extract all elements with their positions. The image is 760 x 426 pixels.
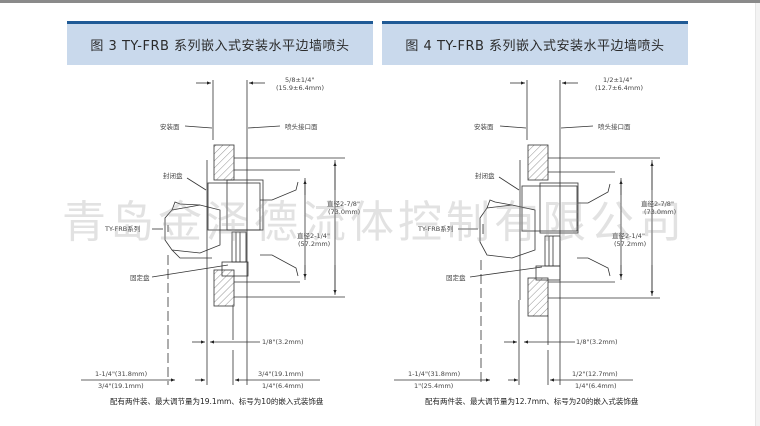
fig3-inner-dia-label: 直径2-1/4" (297, 231, 330, 240)
fig3-seal-cup-label: 封闭盘 (163, 171, 183, 180)
figure-3-labels: 5/8±1/4" (15.9±6.4mm) 安装面 喷头接口面 封闭盘 TY-F… (95, 76, 360, 406)
fig4-inner-dia-label: 直径2-1/4" (612, 231, 645, 240)
fig4-series-label: TY-FRB系列 (417, 224, 453, 233)
fig3-outer-dia-mm: (73.0mm) (328, 208, 360, 216)
fig4-left-dim-top: 1-1/4"(31.8mm) (408, 370, 460, 378)
fig4-fixed-cup-label: 固定盘 (446, 273, 466, 282)
fig3-outer-dia-label: 直径2-7/8" (327, 199, 360, 208)
right-edge (755, 3, 760, 426)
fig3-caption: 配有两件装、最大调节量为19.1mm、标号为10的嵌入式装饰盘 (110, 396, 324, 406)
fig4-right-dim-top: 1/2"(12.7mm) (572, 370, 618, 378)
figure-3-title: 图 3 TY-FRB 系列嵌入式安装水平边墙喷头 (90, 39, 350, 54)
fig3-right-dim-bottom: 1/4"(6.4mm) (262, 382, 304, 390)
fig3-right-dim-top: 3/4"(19.1mm) (258, 370, 304, 378)
figure-3-drawing (81, 80, 345, 385)
fig4-mount-surface-label: 安装面 (474, 122, 494, 131)
fig3-nozzle-surface-label: 喷头接口面 (285, 122, 318, 131)
fig4-right-dim-bottom: 1/4"(6.4mm) (575, 382, 617, 390)
fig4-top-dim-mm: (12.7±6.4mm) (595, 84, 643, 92)
figure-4-title: 图 4 TY-FRB 系列嵌入式安装水平边墙喷头 (405, 39, 665, 54)
figure-3-header: 图 3 TY-FRB 系列嵌入式安装水平边墙喷头 (67, 21, 373, 65)
fig4-outer-dia-label: 直径2-7/8" (641, 199, 674, 208)
fig4-inner-dia-mm: (57.2mm) (614, 240, 646, 248)
fig3-inner-dia-mm: (57.2mm) (298, 240, 330, 248)
fig4-top-dim-label: 1/2±1/4" (603, 76, 632, 84)
fig4-nozzle-surface-label: 喷头接口面 (598, 122, 631, 131)
fig4-left-dim-bottom: 1"(25.4mm) (414, 382, 453, 390)
fig3-left-dim-top: 1-1/4"(31.8mm) (95, 370, 147, 378)
fig3-mount-surface-label: 安装面 (160, 122, 180, 131)
fig3-gap-dim-label: 1/8"(3.2mm) (262, 338, 304, 346)
fig4-caption: 配有两件装、最大调节量为12.7mm、标号为20的嵌入式装饰盘 (425, 396, 639, 406)
fig3-top-dim-label: 5/8±1/4" (285, 76, 314, 84)
fig3-top-dim-mm: (15.9±6.4mm) (276, 84, 324, 92)
top-border (0, 0, 760, 3)
fig3-fixed-cup-label: 固定盘 (130, 273, 150, 282)
figure-4-labels: 1/2±1/4" (12.7±6.4mm) 安装面 喷头接口面 封闭盘 TY-F… (408, 76, 676, 406)
figure-4-drawing (394, 80, 660, 385)
fig4-gap-dim-label: 1/8"(3.2mm) (576, 338, 618, 346)
fig4-outer-dia-mm: (73.0mm) (644, 208, 676, 216)
fig3-series-label: TY-FRB系列 (104, 224, 140, 233)
fig4-seal-cup-label: 封闭盘 (475, 171, 495, 180)
fig3-left-dim-bottom: 3/4"(19.1mm) (98, 382, 144, 390)
watermark: 青岛金泽德流体控制有限公司 (62, 197, 686, 248)
figure-4-header: 图 4 TY-FRB 系列嵌入式安装水平边墙喷头 (382, 21, 688, 65)
